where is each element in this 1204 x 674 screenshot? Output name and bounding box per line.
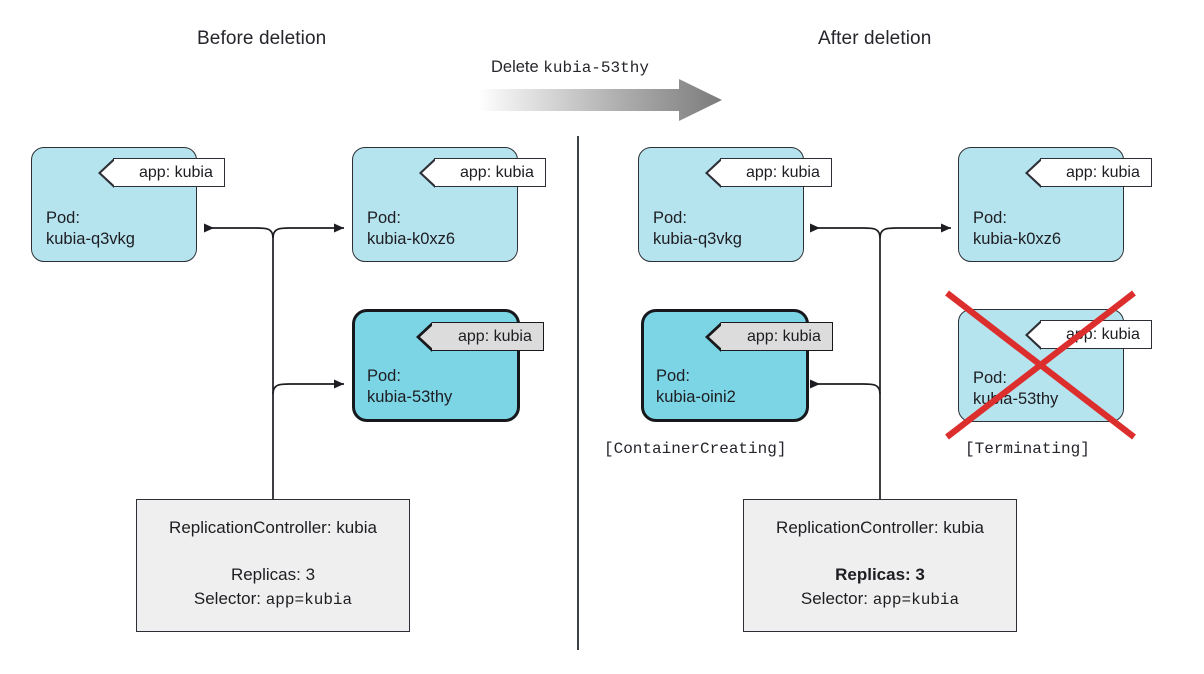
pod-label-tag-after-53thy: app: kubia: [1024, 319, 1152, 350]
panel-title-after: After deletion: [818, 28, 932, 49]
pod-kind-label: Pod:: [46, 209, 80, 227]
rc-selector-label: Selector:: [800, 589, 868, 608]
pod-label-tag-before-k0xz6: app: kubia: [418, 157, 546, 188]
pod-label-text: app: kubia: [1066, 163, 1140, 181]
pod-label-text: app: kubia: [746, 163, 820, 181]
pod-name-label: kubia-q3vkg: [653, 230, 742, 248]
pod-text-before-53thy: Pod: kubia-53thy: [367, 366, 452, 408]
pod-label-text: app: kubia: [747, 327, 821, 345]
transition-caption: Delete kubia-53thy: [491, 58, 649, 77]
transition-action-label: Delete: [491, 58, 539, 76]
rc-selector: Selector: app=kubia: [137, 589, 409, 609]
pod-kind-label: Pod:: [973, 369, 1007, 387]
connector-before: [204, 223, 344, 499]
rc-title: ReplicationController: kubia: [169, 518, 377, 537]
rc-selector-value: app=kubia: [265, 591, 353, 609]
pod-text-after-q3vkg: Pod: kubia-q3vkg: [653, 208, 742, 250]
replication-controller-before[interactable]: ReplicationController: kubia Replicas: 3…: [136, 499, 410, 632]
pod-label-tag-before-53thy: app: kubia: [416, 321, 544, 352]
pod-name-label: kubia-oini2: [656, 388, 736, 406]
pod-name-label: kubia-53thy: [367, 388, 453, 406]
pod-kind-label: Pod:: [653, 209, 687, 227]
pod-status-after-oini2: [ContainerCreating]: [604, 440, 787, 458]
panel-title-before: Before deletion: [197, 28, 327, 49]
pod-name-label: kubia-53thy: [973, 390, 1059, 408]
rc-selector-value: app=kubia: [872, 591, 960, 609]
pod-kind-label: Pod:: [367, 209, 401, 227]
panel-divider: [577, 136, 579, 650]
right-arrow-gradient-icon: [479, 79, 722, 121]
pod-label-text: app: kubia: [1066, 325, 1140, 343]
pod-label-text: app: kubia: [460, 163, 534, 181]
pod-name-label: kubia-k0xz6: [367, 230, 456, 248]
pod-text-after-53thy: Pod: kubia-53thy: [973, 368, 1058, 410]
pod-name-label: kubia-q3vkg: [46, 230, 135, 248]
pod-label-text: app: kubia: [458, 327, 532, 345]
rc-title: ReplicationController: kubia: [776, 518, 984, 537]
rc-selector: Selector: app=kubia: [744, 589, 1016, 609]
pod-label-tag-after-oini2: app: kubia: [705, 321, 833, 352]
pod-text-after-oini2: Pod: kubia-oini2: [656, 366, 736, 408]
replication-controller-after[interactable]: ReplicationController: kubia Replicas: 3…: [743, 499, 1017, 632]
pod-label-tag-before-q3vkg: app: kubia: [97, 157, 225, 188]
pod-text-before-k0xz6: Pod: kubia-k0xz6: [367, 208, 455, 250]
pod-kind-label: Pod:: [367, 367, 401, 385]
pod-label-text: app: kubia: [139, 163, 213, 181]
transition-action-target: kubia-53thy: [543, 59, 649, 77]
rc-replicas: Replicas: 3: [230, 565, 316, 584]
pod-kind-label: Pod:: [973, 209, 1007, 227]
rc-replicas: Replicas: 3: [835, 565, 925, 584]
pod-label-tag-after-k0xz6: app: kubia: [1024, 157, 1152, 188]
rc-selector-label: Selector:: [193, 589, 261, 608]
pod-name-label: kubia-k0xz6: [973, 230, 1062, 248]
pod-kind-label: Pod:: [656, 367, 690, 385]
pod-box-after-k0xz6[interactable]: Pod: kubia-k0xz6: [958, 147, 1124, 262]
pod-text-after-k0xz6: Pod: kubia-k0xz6: [973, 208, 1061, 250]
pod-status-after-53thy: [Terminating]: [965, 440, 1090, 458]
pod-text-before-q3vkg: Pod: kubia-q3vkg: [46, 208, 135, 250]
connector-after: [810, 223, 951, 499]
pod-label-tag-after-q3vkg: app: kubia: [704, 157, 832, 188]
